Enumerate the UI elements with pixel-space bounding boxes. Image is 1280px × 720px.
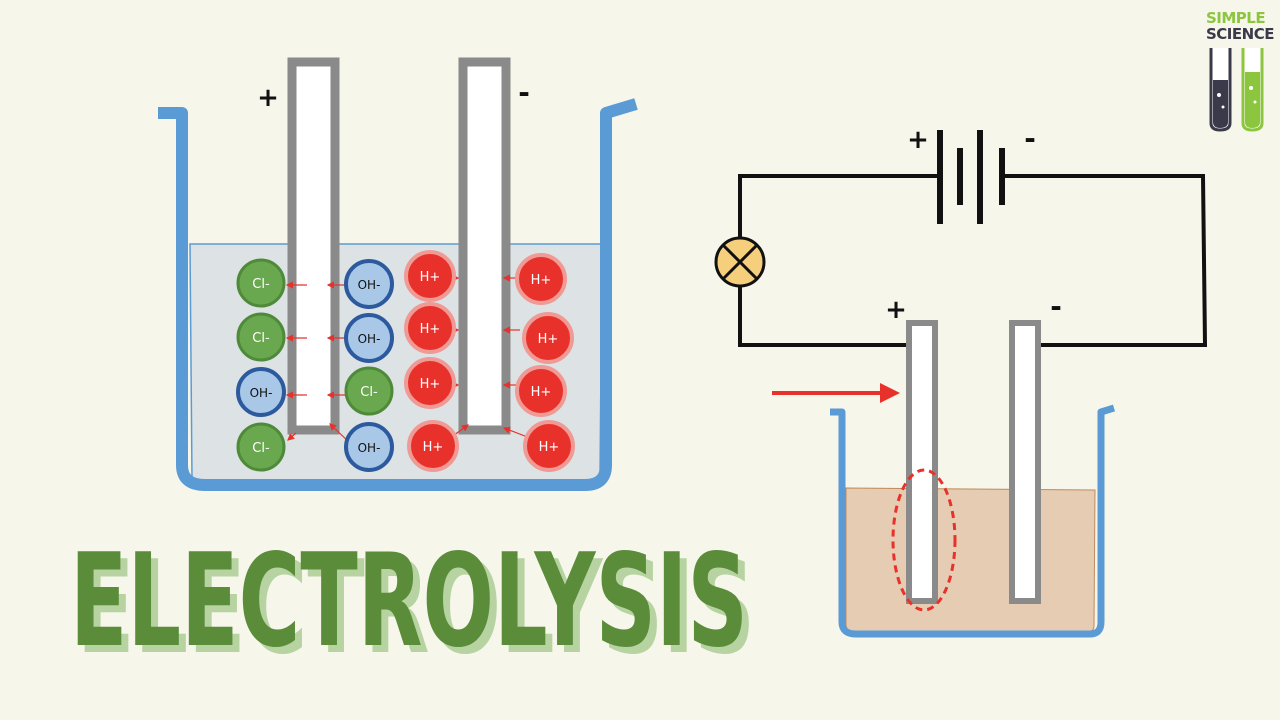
ion-hydrogen: H+ (404, 302, 456, 354)
svg-text:OH-: OH- (358, 278, 381, 292)
title-shadow: ELECTROLYSIS (77, 534, 755, 683)
svg-text:H+: H+ (538, 332, 559, 347)
right-anode (906, 320, 938, 604)
svg-text:Cl-: Cl- (360, 385, 378, 400)
ion-hydrogen: H+ (523, 420, 575, 472)
battery-minus-sign: - (1024, 122, 1036, 155)
circuit-wire (738, 174, 940, 347)
ion-column-2: OH- OH- Cl- OH- (344, 259, 394, 472)
ion-hydroxide: OH- (344, 422, 394, 472)
left-cathode-sign: - (518, 76, 530, 109)
logo: SIMPLE SCIENCE (1206, 10, 1274, 42)
title-group: ELECTROLYSIS ELECTROLYSIS (70, 527, 755, 683)
right-beaker (830, 404, 1116, 638)
ion-column-4: H+ H+ H+ H+ (515, 253, 575, 472)
svg-text:H+: H+ (423, 440, 444, 455)
lamp-icon (714, 236, 766, 288)
ion-hydrogen: H+ (515, 253, 567, 305)
right-cathode-sign: - (1050, 290, 1062, 323)
svg-text:OH-: OH- (250, 386, 273, 400)
page-title: ELECTROLYSIS (70, 527, 748, 676)
ion-hydrogen: H+ (515, 365, 567, 417)
left-cell: + - Cl- (158, 57, 638, 491)
left-anode-sign: + (257, 83, 279, 113)
ion-chloride: Cl- (236, 422, 286, 472)
ion-hydrogen: H+ (522, 312, 574, 364)
ion-hydroxide: OH- (236, 367, 286, 417)
svg-text:H+: H+ (420, 377, 441, 392)
svg-text:OH-: OH- (358, 332, 381, 346)
svg-text:H+: H+ (539, 440, 560, 455)
logo-test-tubes-icon (1209, 48, 1264, 132)
right-solution (845, 487, 1096, 633)
ion-hydroxide: OH- (344, 313, 394, 363)
ion-hydrogen: H+ (404, 357, 456, 409)
svg-text:Cl-: Cl- (252, 331, 270, 346)
svg-text:H+: H+ (531, 273, 552, 288)
svg-text:H+: H+ (531, 385, 552, 400)
left-beaker (158, 98, 638, 491)
left-anode (287, 57, 340, 435)
battery-plus-sign: + (907, 125, 929, 155)
left-cathode (458, 57, 511, 435)
svg-text:H+: H+ (420, 322, 441, 337)
ion-hydrogen: H+ (407, 420, 459, 472)
svg-text:OH-: OH- (358, 441, 381, 455)
ion-chloride: Cl- (344, 366, 394, 416)
highlight-ellipse (891, 468, 957, 612)
ion-chloride: Cl- (236, 312, 286, 362)
right-anode-sign: + (885, 295, 907, 325)
logo-line-2: SCIENCE (1206, 25, 1274, 43)
ion-column-1: Cl- Cl- OH- Cl- (236, 258, 286, 472)
ion-hydroxide: OH- (344, 259, 394, 309)
circuit-wire (1002, 174, 1208, 347)
ion-hydrogen: H+ (404, 250, 456, 302)
svg-text:H+: H+ (420, 270, 441, 285)
battery-icon (937, 130, 1005, 224)
ion-chloride: Cl- (236, 258, 286, 308)
right-cathode (1009, 320, 1041, 604)
logo-line-1: SIMPLE (1206, 9, 1266, 27)
svg-text:Cl-: Cl- (252, 277, 270, 292)
right-circuit: + - + - (714, 122, 1208, 638)
svg-text:Cl-: Cl- (252, 441, 270, 456)
ion-column-3: H+ H+ H+ H+ (404, 250, 459, 472)
